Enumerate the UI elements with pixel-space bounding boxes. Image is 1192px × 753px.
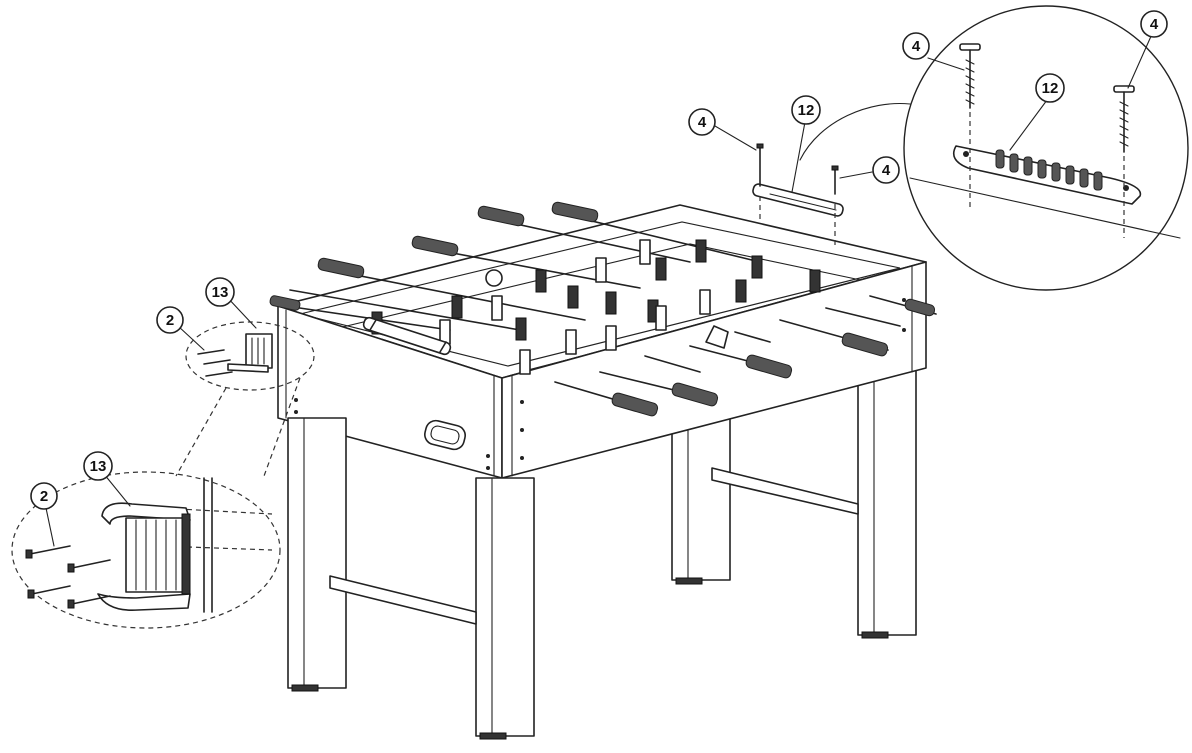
callout-4-top-left-label: 4 xyxy=(698,114,707,131)
detail-handle-part-12 xyxy=(952,145,1142,205)
callout-4-top-right-label: 4 xyxy=(882,162,891,179)
player-rods-far xyxy=(269,201,761,331)
left-end-handle xyxy=(362,316,452,356)
detail-screw-right xyxy=(1113,85,1135,238)
back-right-leg xyxy=(857,364,917,639)
back-left-leg xyxy=(671,417,731,585)
callout-2-detail: 2 xyxy=(30,482,58,510)
callout-4-detail-right-label: 4 xyxy=(1150,16,1159,33)
cup-holder-small xyxy=(185,321,315,391)
callout-4-detail-left: 4 xyxy=(902,32,930,60)
front-stretcher xyxy=(329,575,477,625)
side-screws-small xyxy=(197,349,233,377)
callout-12-top: 12 xyxy=(791,95,821,125)
callout-12-detail: 12 xyxy=(1035,73,1065,103)
callout-12-top-label: 12 xyxy=(798,102,815,119)
detail-cup-holder-part-13 xyxy=(97,502,191,611)
ball-return-slot xyxy=(424,419,466,451)
callout-13-detail-label: 13 xyxy=(90,458,107,475)
callout-2-side: 2 xyxy=(156,306,184,334)
callout-12-detail-label: 12 xyxy=(1042,80,1059,97)
detail-link-lines xyxy=(175,377,301,477)
callout-bubbles: 4 12 4 4 12 4 2 13 xyxy=(30,10,1168,510)
detail-side-screws xyxy=(25,545,111,609)
right-side-panel xyxy=(501,261,927,479)
detail-screw-left xyxy=(959,43,981,210)
callout-4-detail-left-label: 4 xyxy=(912,38,921,55)
cup-holder-detail-view xyxy=(11,471,281,629)
top-handle-part-12 xyxy=(752,183,844,217)
player-rods-near xyxy=(554,295,937,417)
callout-13-side: 13 xyxy=(205,277,235,307)
callout-leaders xyxy=(177,102,911,351)
player-figures xyxy=(371,239,821,375)
front-right-leg xyxy=(475,477,535,740)
panel-fastener-dots xyxy=(294,298,906,470)
callout-4-top-left: 4 xyxy=(688,108,716,136)
front-left-leg xyxy=(287,417,347,692)
callout-2-detail-label: 2 xyxy=(40,488,48,505)
back-stretcher xyxy=(711,467,859,515)
handle-detail-view xyxy=(903,5,1189,291)
callout-2-side-label: 2 xyxy=(166,312,174,329)
callout-4-detail-right: 4 xyxy=(1140,10,1168,38)
callout-4-top-right: 4 xyxy=(872,156,900,184)
top-handle-screws xyxy=(756,143,839,246)
callout-13-side-label: 13 xyxy=(212,284,229,301)
callout-13-detail: 13 xyxy=(83,451,113,481)
foosball-table xyxy=(269,143,937,740)
